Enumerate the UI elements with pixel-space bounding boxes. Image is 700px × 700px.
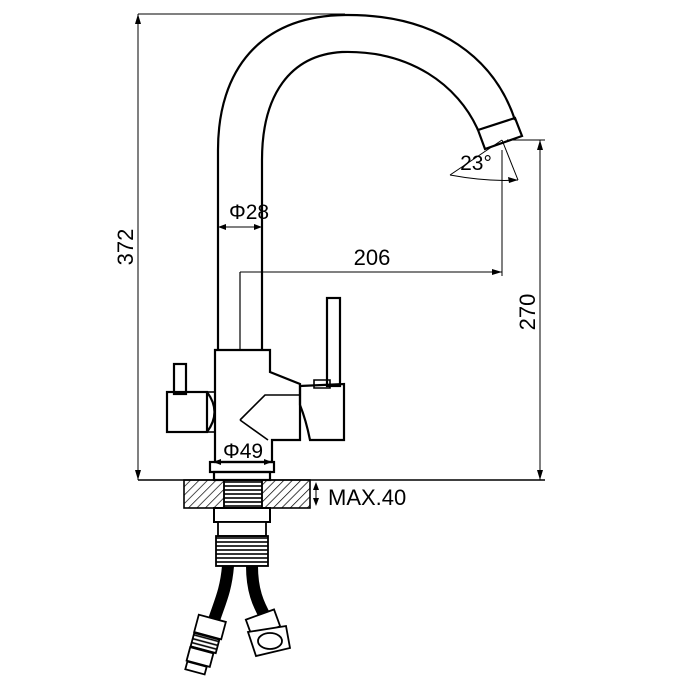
mounting-nut — [213, 507, 271, 523]
right-handle — [298, 382, 346, 442]
valve-body-diagonal — [239, 394, 300, 421]
base-ring-2 — [212, 470, 272, 482]
spout-inner-curve — [260, 50, 480, 350]
spout-tip — [476, 116, 524, 151]
left-knob-stem — [172, 362, 188, 396]
pipe-diameter-label: Φ28 — [229, 201, 269, 224]
hose-left-braid — [209, 565, 233, 622]
spout-outer-curve — [216, 13, 517, 350]
supply-hoses — [184, 565, 292, 676]
reach-label: 206 — [354, 245, 391, 270]
counter-section — [138, 479, 545, 567]
right-handle-cap — [313, 379, 331, 389]
spout-height-label: 270 — [515, 294, 540, 331]
max-thickness-label: MAX.40 — [328, 485, 406, 510]
mounting-thread — [223, 479, 263, 509]
mounting-shank — [217, 521, 267, 537]
faucet-outline — [165, 13, 524, 482]
total-height-label: 372 — [113, 229, 138, 266]
base-diameter-label: Φ49 — [223, 440, 263, 463]
right-lever — [325, 296, 342, 388]
dimension-lines — [137, 13, 545, 504]
left-hose-fitting — [184, 613, 227, 676]
right-hose-fitting — [244, 608, 292, 658]
shank-thread — [215, 535, 269, 567]
spout-angle-label: 23° — [460, 152, 492, 175]
counter-right-hatch — [261, 479, 311, 509]
hose-right-braid — [247, 565, 270, 621]
left-knob — [165, 390, 209, 434]
left-knob-cap — [206, 391, 216, 433]
arrowheads — [135, 14, 543, 506]
valve-body-diagonal-2 — [239, 419, 269, 441]
counter-left-hatch — [183, 479, 225, 509]
